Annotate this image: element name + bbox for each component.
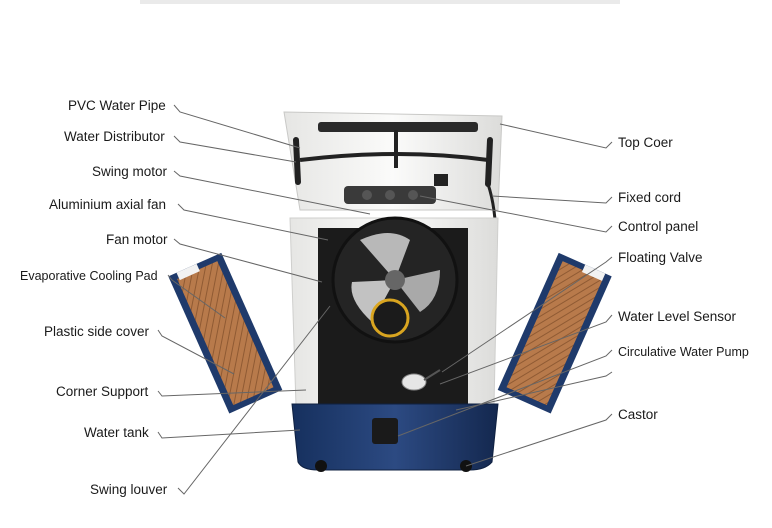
axial-fan bbox=[331, 216, 459, 344]
label-water-level-sensor: Water Level Sensor bbox=[618, 309, 737, 324]
label-circulative-water-pump: Circulative Water Pump bbox=[618, 345, 749, 359]
right-cooling-pad bbox=[497, 252, 612, 414]
label-water-distributor: Water Distributor bbox=[64, 129, 165, 144]
label-control-panel: Control panel bbox=[618, 219, 699, 234]
label-evaporative-cooling-pad: Evaporative Cooling Pad bbox=[20, 269, 158, 283]
water-tank-shape bbox=[291, 403, 499, 472]
label-swing-motor: Swing motor bbox=[92, 164, 168, 179]
label-water-tank: Water tank bbox=[84, 425, 149, 440]
label-fan-motor: Fan motor bbox=[106, 232, 168, 247]
label-pvc-water-pipe: PVC Water Pipe bbox=[68, 98, 166, 113]
left-cooling-pad bbox=[168, 252, 283, 414]
top-bar bbox=[140, 0, 620, 4]
leader-lines-right bbox=[397, 123, 613, 467]
label-floating-valve: Floating Valve bbox=[618, 250, 703, 265]
top-cover bbox=[283, 111, 503, 211]
label-corner-support: Corner Support bbox=[56, 384, 149, 399]
float-valve-shape bbox=[401, 369, 441, 391]
label-castor: Castor bbox=[618, 407, 658, 422]
label-aluminium-axial-fan: Aluminium axial fan bbox=[49, 197, 167, 212]
label-swing-louver: Swing louver bbox=[90, 482, 168, 497]
label-top-coer: Top Coer bbox=[618, 135, 673, 150]
label-plastic-side-cover: Plastic side cover bbox=[44, 324, 150, 339]
label-fixed-cord: Fixed cord bbox=[618, 190, 682, 205]
leader-lines-left bbox=[157, 104, 371, 495]
